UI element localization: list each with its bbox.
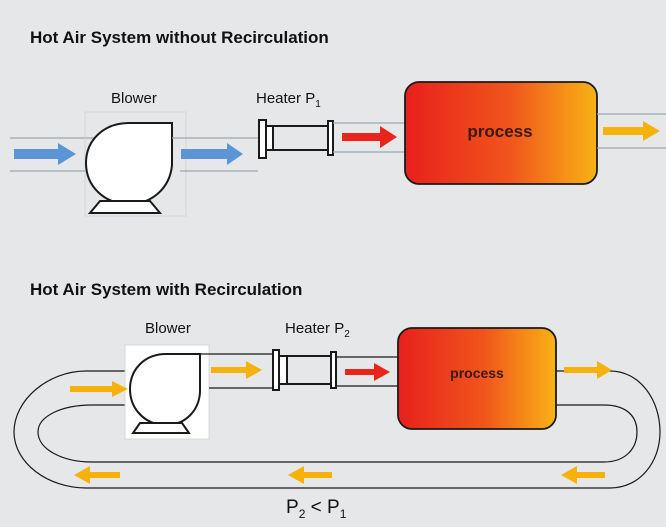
blower-output-arrow	[181, 143, 243, 165]
process-exit-arrow	[564, 361, 612, 379]
blower-output-arrow-2	[211, 361, 262, 379]
exhaust-duct	[597, 113, 666, 149]
return-arrow-left	[74, 466, 120, 484]
duct-heater-to-process-2	[336, 356, 398, 387]
heater-label-1-text: Heater P	[256, 90, 316, 107]
loop-inlet-arrow	[70, 381, 128, 397]
heater-label-2: Heater P2	[285, 320, 350, 340]
recirculation-loop-inner	[37, 404, 638, 463]
return-arrow-middle	[288, 466, 332, 484]
heater-2	[272, 349, 337, 391]
formula-p2-subscript: 2	[298, 506, 306, 521]
duct-heater-to-process-1	[333, 122, 405, 153]
blower-1	[84, 111, 187, 217]
exhaust-air-arrow	[603, 121, 660, 141]
duct-blower-to-heater-1	[172, 137, 258, 172]
duct-blower-to-heater-2	[200, 353, 272, 389]
title-without-recirculation: Hot Air System without Recirculation	[30, 28, 329, 47]
formula-p2: P	[286, 497, 299, 518]
recirculation-loop-outer	[13, 370, 661, 489]
cold-air-arrow	[14, 143, 76, 165]
pressure-comparison: P2 < P1	[286, 497, 346, 521]
formula-p1-subscript: 1	[339, 506, 347, 521]
hot-air-arrow-2	[345, 363, 390, 381]
hot-air-arrow	[342, 126, 397, 148]
process-label-2: process	[450, 365, 504, 381]
process-label-1: process	[467, 122, 532, 141]
heater-1	[258, 119, 334, 159]
process-box-2: process	[397, 327, 557, 430]
system-without-recirculation: process	[10, 81, 666, 217]
process-box-1: process	[404, 81, 598, 185]
system-with-recirculation: process	[13, 327, 661, 489]
return-arrow-right	[561, 466, 605, 484]
blower-2	[124, 344, 210, 440]
inlet-duct	[10, 137, 98, 172]
formula-p1: P	[327, 497, 340, 518]
title-with-recirculation: Hot Air System with Recirculation	[30, 280, 303, 299]
heater-label-1-subscript: 1	[315, 99, 321, 110]
blower-label-2: Blower	[145, 320, 191, 337]
heater-label-2-text: Heater P	[285, 320, 345, 337]
blower-label-1: Blower	[111, 90, 157, 107]
formula-operator: <	[305, 497, 328, 518]
heater-label-1: Heater P1	[256, 90, 321, 110]
heater-label-2-subscript: 2	[344, 329, 350, 340]
